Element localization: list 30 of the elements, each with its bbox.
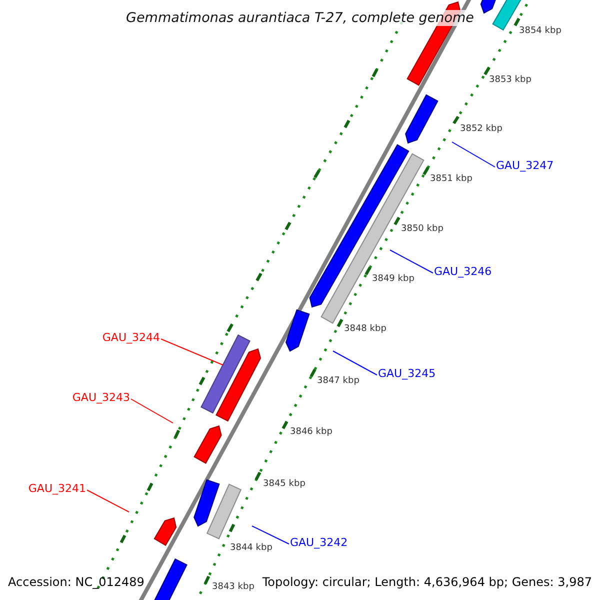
gene-name: GAU_3243 [72, 391, 130, 405]
scale-label: 3854 kbp [519, 26, 562, 36]
scale-label: 3853 kbp [489, 74, 532, 86]
title: Gemmatimonas aurantiaca T-27, complete genome [124, 10, 476, 26]
scale-label: 3851 kbp [430, 174, 472, 184]
scale-label: 3845 kbp [263, 478, 306, 490]
leader-line [452, 142, 496, 168]
gene-name: GAU_3242 [290, 536, 348, 550]
scale-label: 3846 kbp [290, 426, 332, 438]
leader-line [86, 490, 130, 512]
footer-text: Accession: NC_012489 [8, 574, 144, 590]
scale-label: 3844 kbp [230, 542, 272, 554]
leader-line [252, 526, 290, 544]
leader-line [390, 250, 434, 274]
scale-label: 3843 kbp [212, 582, 254, 592]
footer-text: Topology: circular; Length: 4,636,964 bp; Genes: 3,987 [262, 574, 592, 590]
leader-line [160, 338, 224, 366]
scale-label: 3849 kbp [372, 274, 414, 284]
scale-label: 3852 kbp [460, 124, 502, 134]
gene-name: GAU_3244 [102, 331, 160, 345]
leader-line [332, 350, 378, 376]
gene-name: GAU_3245 [378, 367, 436, 381]
leader-line [130, 398, 174, 424]
gene-name: GAU_3247 [496, 159, 554, 173]
gene-name: GAU_3246 [434, 265, 492, 279]
gene-name: GAU_3241 [28, 482, 86, 496]
scale-label: 3847 kbp [317, 376, 360, 386]
gene-bar [200, 334, 250, 414]
scale-label: 3848 kbp [344, 324, 386, 334]
scale-label: 3850 kbp [401, 224, 444, 234]
